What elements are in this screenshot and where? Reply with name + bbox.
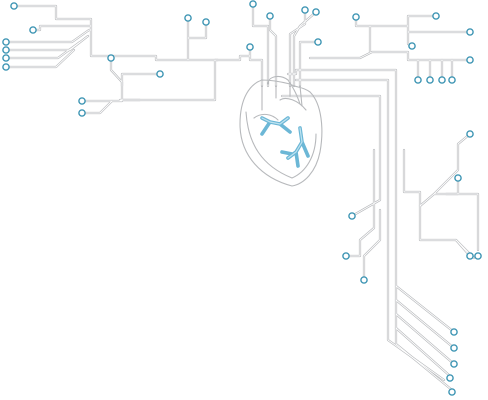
trace-line [120, 72, 162, 88]
circuit-pad-icon [314, 38, 322, 46]
circuit-pad-icon [2, 54, 10, 62]
trace-line-core [121, 73, 161, 87]
heart-inner-line [253, 97, 307, 121]
circuit-pad-icon [184, 14, 192, 22]
circuit-pad-icon [266, 12, 274, 20]
trace-line-core [289, 9, 306, 87]
circuit-pad-icon [466, 130, 474, 138]
circuit-pad-icon [156, 70, 164, 78]
circuit-pad-icon [360, 276, 368, 284]
trace-line-core [433, 133, 471, 195]
trace-line-core [403, 149, 475, 259]
trace-line [251, 2, 270, 88]
circuit-pad-icon [202, 18, 210, 26]
coronary-vessel-highlight [261, 117, 303, 159]
circuit-pad-icon [107, 54, 115, 62]
trace-line [109, 56, 142, 102]
circuit-pad-icon [466, 56, 474, 64]
trace-line [354, 15, 372, 54]
circuit-pad-icon [408, 42, 416, 50]
trace-line-core [395, 313, 455, 365]
trace-line [444, 192, 480, 252]
trace-line-core [445, 193, 479, 251]
circuit-pads [2, 0, 482, 396]
trace-line-core [363, 209, 381, 281]
trace-line-core [249, 46, 263, 87]
trace-line [120, 58, 217, 102]
circuit-pad-icon [2, 46, 10, 54]
trace-line-core [287, 69, 453, 391]
trace-line-core [252, 3, 269, 87]
circuit-pad-icon [29, 26, 37, 34]
trace-line-core [355, 16, 371, 53]
circuit-pad-icon [448, 388, 456, 396]
trace-line [368, 14, 438, 28]
heart-vessel-line [261, 85, 303, 111]
trace-line-core [269, 15, 277, 87]
trace-line [362, 208, 382, 282]
circuit-pad-icon [10, 2, 18, 10]
circuit-traces [4, 2, 480, 392]
circuit-pad-icon [249, 0, 257, 8]
circuit-pad-icon [432, 12, 440, 20]
circuit-pad-icon [454, 174, 462, 182]
circuit-pad-icon [312, 8, 320, 16]
circuit-pad-icon [438, 76, 446, 84]
circuit-pad-icon [2, 63, 10, 71]
circuit-pad-icon [78, 97, 86, 105]
circuit-pad-icon [448, 76, 456, 84]
trace-line-core [395, 327, 451, 377]
circuit-pad-icon [342, 252, 350, 260]
circuit-pad-icon [352, 13, 360, 21]
circuit-pad-icon [414, 76, 422, 84]
trace-line [418, 176, 460, 208]
trace-line-core [281, 95, 381, 217]
trace-line [31, 24, 93, 32]
trace-line-core [369, 15, 437, 27]
heart-aorta-arch [267, 75, 301, 105]
coronary-vessels [260, 116, 310, 168]
trace-line-core [110, 57, 141, 101]
trace-line-core [5, 49, 75, 68]
circuit-pad-icon [450, 328, 458, 336]
circuit-pad-icon [78, 109, 86, 117]
circuit-pad-icon [474, 252, 482, 260]
circuit-pad-icon [246, 43, 254, 51]
circuit-pad-icon [466, 252, 474, 260]
trace-line-core [293, 11, 317, 87]
trace-line-core [5, 41, 81, 59]
circuit-pad-icon [2, 38, 10, 46]
trace-line [213, 54, 252, 62]
trace-line-core [299, 41, 319, 87]
trace-line [268, 14, 278, 88]
trace-line [402, 148, 476, 260]
trace-line [80, 99, 114, 115]
trace-line [308, 50, 472, 62]
trace-line-core [121, 59, 216, 101]
trace-line-core [345, 149, 375, 257]
trace-line-core [13, 5, 219, 61]
heart-chamber-line [245, 111, 317, 179]
circuit-pad-icon [348, 212, 356, 220]
trace-line-core [187, 21, 207, 39]
trace-line-core [395, 299, 455, 349]
circuit-pad-icon [466, 28, 474, 36]
circuit-pad-icon [450, 344, 458, 352]
coronary-vessel-right [280, 126, 310, 168]
circuit-pad-icon [450, 360, 458, 368]
trace-line-core [295, 79, 445, 381]
trace-line [432, 132, 472, 196]
trace-line-core [214, 55, 251, 61]
heart-icon [239, 75, 323, 187]
trace-line [4, 28, 93, 44]
trace-line-core [5, 29, 92, 43]
circuit-pad-icon [446, 374, 454, 382]
circuit-pad-icon [426, 76, 434, 84]
trace-line-core [81, 100, 113, 114]
trace-line-core [395, 285, 455, 333]
trace-line-core [5, 35, 89, 51]
circuit-pad-icon [301, 6, 309, 14]
